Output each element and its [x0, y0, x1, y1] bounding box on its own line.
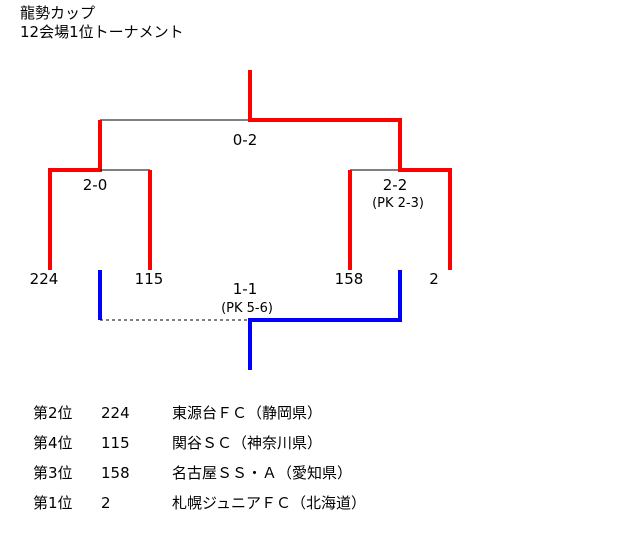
team-label: 158 — [334, 270, 364, 288]
result-name: 東源台ＦＣ（静岡県） — [172, 404, 323, 422]
result-name: 名古屋ＳＳ・Ａ（愛知県） — [172, 464, 353, 482]
result-rank: 第4位 — [33, 434, 73, 452]
team-label: 115 — [134, 270, 164, 288]
semi2-score: 2-2 — [382, 176, 408, 194]
third-score: 1-1 — [232, 280, 258, 298]
team-label: 224 — [29, 270, 59, 288]
third-pk: (PK 5-6) — [221, 301, 273, 316]
page-subtitle: 12会場1位トーナメント — [20, 23, 184, 41]
result-rank: 第1位 — [33, 494, 73, 512]
result-name: 関谷ＳＣ（神奈川県） — [172, 434, 323, 452]
result-name: 札幌ジュニアＦＣ（北海道） — [172, 494, 366, 512]
result-number: 224 — [101, 404, 130, 422]
result-rank: 第2位 — [33, 404, 73, 422]
result-number: 158 — [101, 464, 130, 482]
final-score: 0-2 — [232, 131, 258, 149]
result-rank: 第3位 — [33, 464, 73, 482]
result-number: 115 — [101, 434, 130, 452]
semi2-pk: (PK 2-3) — [372, 196, 424, 211]
team-label: 2 — [429, 270, 439, 288]
semi1-score: 2-0 — [82, 176, 108, 194]
result-number: 2 — [101, 494, 111, 512]
page-title: 龍勢カップ — [20, 4, 96, 22]
